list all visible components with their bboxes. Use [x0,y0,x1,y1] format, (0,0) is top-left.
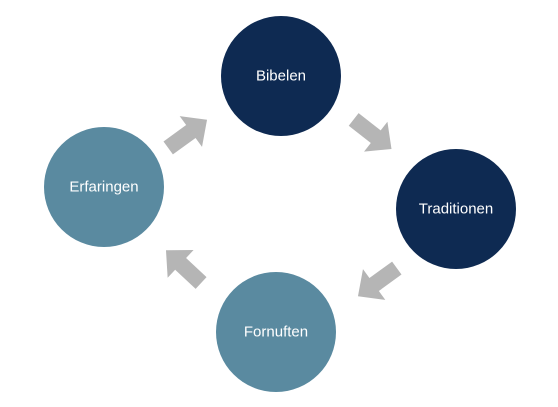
arrow-bibelen-to-traditionen [348,113,392,152]
node-fornuften-label: Fornuften [244,324,308,341]
node-traditionen: Traditionen [396,149,516,269]
arrows-layer [163,113,402,300]
node-bibelen-label: Bibelen [256,68,306,85]
node-bibelen: Bibelen [221,16,341,136]
node-fornuften-circle [216,272,336,392]
node-erfaringen-circle [44,127,164,247]
node-traditionen-circle [396,149,516,269]
node-erfaringen: Erfaringen [44,127,164,247]
node-erfaringen-label: Erfaringen [69,179,138,196]
node-traditionen-label: Traditionen [419,201,494,218]
node-bibelen-circle [221,16,341,136]
arrow-traditionen-to-fornuften [357,261,402,300]
arrow-erfaringen-to-bibelen [163,116,208,155]
arrow-fornuften-to-erfaringen [165,250,207,289]
node-fornuften: Fornuften [216,272,336,392]
nodes-layer: Bibelen Traditionen Fornuften Erfaringen [44,16,516,392]
